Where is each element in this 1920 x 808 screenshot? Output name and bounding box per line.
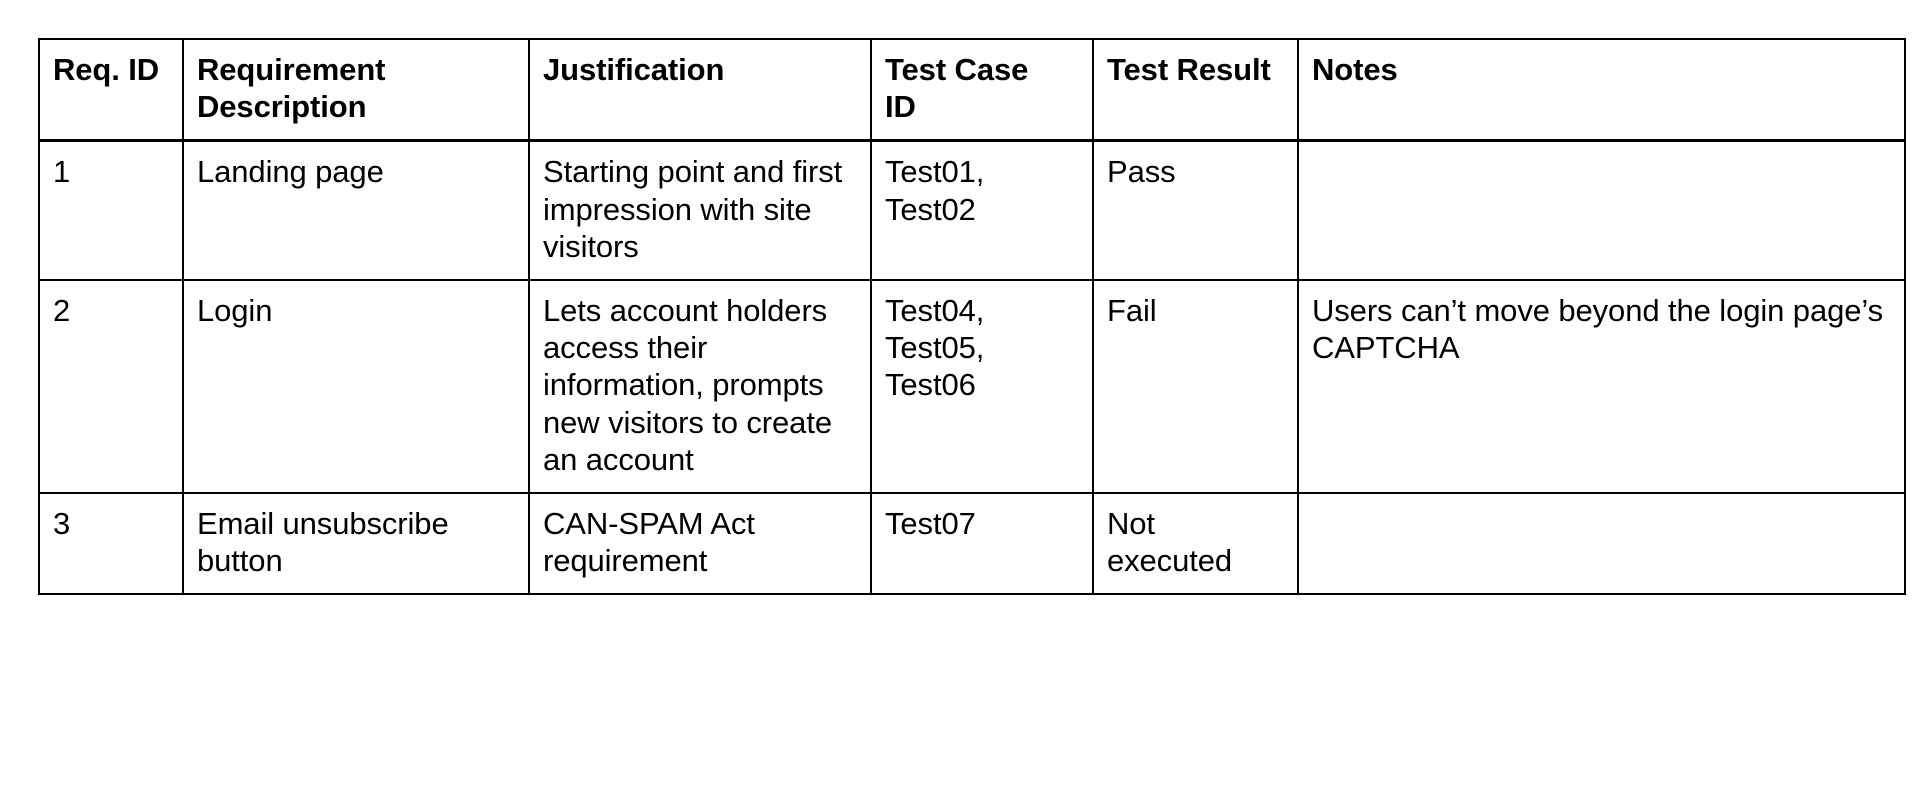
cell-test-case-id-value: Test04, Test05, Test06 [885, 292, 985, 403]
cell-notes-value: Users can’t move beyond the login page’s… [1312, 292, 1883, 366]
cell-justification: CAN-SPAM Act requirement [528, 491, 872, 596]
table-row: 2 Login Lets account holders access thei… [38, 278, 1906, 494]
table-body: 1 Landing page Starting point and first … [38, 139, 1906, 596]
cell-test-case-id-value: Test01, Test02 [885, 154, 985, 227]
column-header-notes: Notes [1297, 38, 1906, 143]
table-header: Req. ID Requirement Description Justific… [38, 38, 1906, 143]
column-header-test-case-id-label: Test Case ID [885, 52, 1029, 125]
cell-req-id: 3 [38, 491, 184, 596]
table-row: 1 Landing page Starting point and first … [38, 139, 1906, 281]
cell-req-id-value: 3 [53, 505, 71, 541]
cell-requirement-description: Login [182, 278, 530, 494]
cell-requirement-description: Email unsubscribe button [182, 491, 530, 596]
cell-justification-value: Lets account holders access their inform… [543, 292, 832, 477]
cell-justification-value: CAN-SPAM Act requirement [543, 505, 755, 579]
cell-test-case-id: Test04, Test05, Test06 [870, 278, 1094, 494]
cell-notes-value [1312, 153, 1891, 184]
cell-test-case-id: Test01, Test02 [870, 139, 1094, 281]
cell-justification-value: Starting point and first impression with… [543, 154, 843, 264]
cell-test-result-value: Pass [1107, 154, 1176, 190]
column-header-req-id-label: Req. ID [53, 52, 160, 87]
table-row: 3 Email unsubscribe button CAN-SPAM Act … [38, 491, 1906, 596]
cell-test-case-id-value: Test07 [885, 505, 976, 541]
cell-req-id-value: 2 [53, 292, 71, 328]
table-header-row: Req. ID Requirement Description Justific… [38, 38, 1906, 143]
cell-requirement-description-value: Login [197, 292, 273, 328]
cell-req-id: 1 [38, 139, 184, 281]
cell-justification: Lets account holders access their inform… [528, 278, 872, 494]
cell-test-result: Pass [1092, 139, 1299, 281]
column-header-test-result: Test Result [1092, 38, 1299, 143]
column-header-notes-label: Notes [1312, 52, 1398, 87]
cell-requirement-description: Landing page [182, 139, 530, 281]
cell-notes [1297, 491, 1906, 596]
cell-test-result-value: Not executed [1107, 505, 1233, 579]
column-header-justification-label: Justification [543, 52, 725, 87]
cell-notes-value [1312, 505, 1891, 536]
column-header-justification: Justification [528, 38, 872, 143]
cell-notes [1297, 139, 1906, 281]
cell-notes: Users can’t move beyond the login page’s… [1297, 278, 1906, 494]
column-header-test-case-id: Test Case ID [870, 38, 1094, 143]
column-header-requirement-description-label: Requirement Description [197, 52, 386, 125]
cell-requirement-description-value: Email unsubscribe button [197, 505, 449, 579]
cell-test-case-id: Test07 [870, 491, 1094, 596]
cell-req-id-value: 1 [53, 154, 71, 190]
column-header-req-id: Req. ID [38, 38, 184, 143]
cell-justification: Starting point and first impression with… [528, 139, 872, 281]
requirements-traceability-table-container: Req. ID Requirement Description Justific… [38, 38, 1906, 596]
column-header-test-result-label: Test Result [1107, 52, 1271, 87]
cell-test-result: Fail [1092, 278, 1299, 494]
requirements-traceability-table: Req. ID Requirement Description Justific… [38, 38, 1906, 596]
cell-test-result: Not executed [1092, 491, 1299, 596]
cell-req-id: 2 [38, 278, 184, 494]
cell-test-result-value: Fail [1107, 292, 1157, 328]
column-header-requirement-description: Requirement Description [182, 38, 530, 143]
cell-requirement-description-value: Landing page [197, 154, 384, 190]
